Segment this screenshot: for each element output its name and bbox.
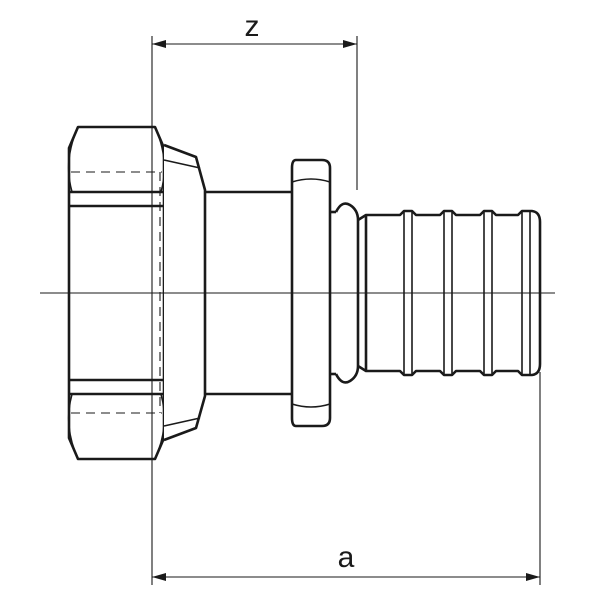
groove-ridge-lower (334, 365, 360, 384)
hex-chamfer-top-right (154, 126, 166, 193)
hex-chamfer-top-left (67, 126, 79, 193)
collar-inner-line-upper (291, 178, 331, 183)
arrow-a-left (152, 573, 166, 581)
arrow-z-left (152, 40, 166, 48)
shoulder-ring-edge-lower (163, 417, 201, 427)
arrow-z-right (343, 40, 357, 48)
groove-ridge-upper (334, 202, 360, 221)
hex-chamfer-bottom-left (67, 393, 79, 460)
tail-bottom-edge (357, 363, 542, 377)
hex-chamfer-bottom-right (154, 393, 166, 460)
arrow-a-right (526, 573, 540, 581)
dimension-a: a (152, 372, 541, 585)
body-neck (205, 190, 292, 396)
dimension-z: z (151, 10, 358, 585)
collar-inner-line-lower (291, 403, 331, 408)
tail-top-edge (357, 209, 542, 223)
dimension-label-a: a (338, 541, 355, 574)
dimension-label-z: z (245, 10, 260, 43)
shoulder-ring-edge-upper (163, 159, 201, 169)
